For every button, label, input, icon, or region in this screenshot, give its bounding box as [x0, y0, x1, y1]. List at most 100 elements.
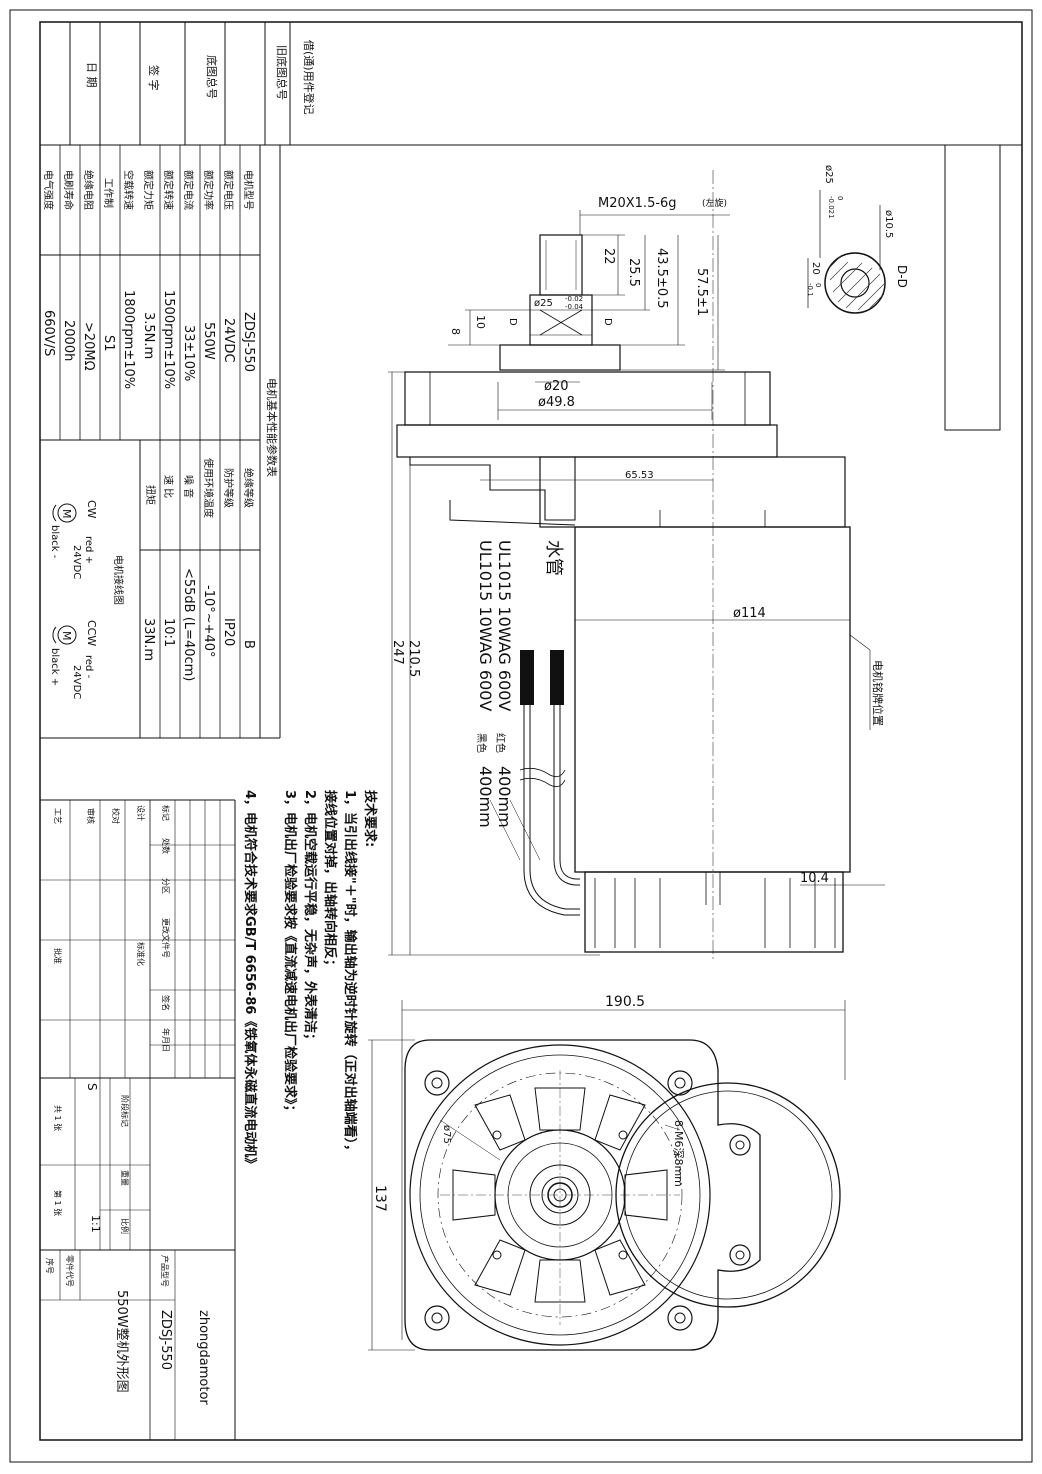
- tb-sheet: 第 1 张: [53, 1190, 63, 1216]
- spec-label-6: 额定力矩: [142, 170, 155, 210]
- tb-part-label: 零件代号: [65, 1255, 75, 1287]
- spec-right-label-1: 绝缘等级: [242, 468, 255, 508]
- shaft-tol-lower: -0.04: [565, 303, 584, 311]
- shaft-thread: [539, 234, 583, 296]
- spec-title: 电机基本性能参数表: [265, 378, 279, 477]
- tech-item-2: 2，电机空载运行平稳，无杂声，外表清洁；: [302, 790, 318, 1046]
- tech-item-1b: 接线位置对掉，出轴转向相反；: [322, 790, 338, 972]
- motor-can: [574, 526, 851, 873]
- spec-right-value-3: -10°~+40°: [201, 585, 216, 658]
- tb-header-5: 签名: [161, 995, 171, 1011]
- shaft-dim-10: 10: [474, 315, 487, 329]
- spec-right-value-1: B: [241, 640, 256, 649]
- tb-review: 审核: [86, 808, 96, 824]
- radial-pockets: [452, 1087, 668, 1303]
- section-bore: ø25: [823, 165, 834, 184]
- tb-drawing-name: 550W整机外形图: [114, 1290, 129, 1393]
- length-dim-2: 247: [390, 640, 405, 665]
- flange-outer-circle: [409, 1044, 711, 1346]
- gearbox-flange-outline: [404, 1039, 761, 1351]
- section-bore-upper: 0: [836, 196, 844, 200]
- end-cap: [584, 871, 844, 953]
- cable-2-color: 黑色: [475, 733, 488, 753]
- thread-dim: M20X1.5-6g: [598, 196, 677, 211]
- tb-s: S: [85, 1083, 99, 1091]
- tb-header-2: 处数: [161, 838, 171, 854]
- tb-scale-label: 比例: [120, 1218, 130, 1234]
- gearbox-plate: [396, 424, 778, 458]
- tb-header-4: 更改文件号: [161, 918, 171, 958]
- holes-note: 8-M6深8mm: [672, 1120, 685, 1187]
- side-row-2: 旧底图总号: [275, 45, 289, 100]
- side-row-4: 签 字: [147, 65, 161, 91]
- cw-label: CW: [85, 500, 98, 519]
- spec-value-11: 660V/S: [41, 310, 56, 356]
- wiring-ccw-symbol: M CCW red - 24VDC black +: [49, 620, 98, 699]
- motor-symbol-2: M: [60, 631, 73, 641]
- tech-item-3: 3，电机出厂检验要求按《直流减速电机出厂检验要求》；: [282, 790, 298, 1118]
- ccw-black: black +: [49, 648, 60, 686]
- spec-value-3: 550W: [201, 322, 216, 360]
- tb-check: 校对: [111, 808, 121, 824]
- offset-dim: 65.53: [625, 470, 654, 481]
- side-row-1: 借(通)用件登记: [302, 40, 316, 115]
- cable-end-2: [550, 650, 564, 705]
- tb-header-3: 分区: [161, 878, 170, 894]
- tb-weight: 重量: [120, 1170, 130, 1186]
- end-view: 190.5 137: [368, 994, 846, 1351]
- wiring-cw-symbol: M CW red + 24VDC black -: [49, 500, 98, 579]
- flange-dia-2: ø49.8: [538, 395, 575, 410]
- bolt-circle-dim: ø75: [441, 1125, 452, 1144]
- marker-d-right: D: [602, 318, 613, 326]
- thread-note: (左旋): [702, 197, 727, 209]
- wiring-title: 电机接线图: [112, 555, 125, 605]
- spec-right-value-4: <55dB (L=40cm): [181, 568, 196, 681]
- shaft-dia: ø25: [534, 298, 553, 309]
- spec-value-4: 33±10%: [181, 325, 196, 381]
- tb-approve: 批准: [53, 948, 63, 964]
- spec-label-3: 额定功率: [202, 170, 215, 210]
- frame-border: [39, 21, 1023, 1441]
- tb-product-label: 产品型号: [160, 1255, 170, 1287]
- technical-requirements: 技术要求: 1，当引出线接"＋"时，输出轴为逆时针旋转（正对出轴端看）， 接线位…: [242, 790, 378, 1170]
- spec-value-8: S1: [101, 335, 116, 352]
- ccw-volt: 24VDC: [71, 665, 82, 699]
- tb-total: 共 1 张: [53, 1105, 62, 1131]
- tb-std: 标准化: [136, 942, 146, 966]
- shaft-dim-57-5: 57.5±1: [694, 268, 709, 316]
- shaft-dim-43-5: 43.5±0.5: [654, 248, 669, 309]
- spec-value-1: ZDSJ-550: [241, 312, 256, 372]
- tb-design: 设计: [136, 805, 146, 821]
- side-registration-block: 借(通)用件登记 旧底图总号 底图总号 签 字 日 期: [69, 22, 316, 145]
- spec-label-11: 电气强度: [42, 170, 55, 210]
- spec-right-label-2: 防护等级: [222, 468, 235, 508]
- side-row-5: 日 期: [85, 62, 98, 88]
- nameplate-callout: 电机铭牌位置: [871, 660, 885, 726]
- shaft-dim-22: 22: [601, 248, 616, 265]
- outer-border: [9, 9, 1033, 1463]
- title-block: 标记 处数 分区 更改文件号 签名 年月日 设计 校对 审核 工艺 标准化 批准…: [40, 799, 236, 1440]
- cable-end-1: [520, 650, 534, 705]
- section-bore-lower: -0.021: [827, 196, 835, 219]
- tech-item-1: 1，当引出线接"＋"时，输出轴为逆时针旋转（正对出轴端看），: [342, 790, 358, 1157]
- cw-black: black -: [49, 525, 60, 559]
- spec-label-7: 空载转速: [122, 170, 135, 210]
- shaft-collar: [499, 344, 621, 371]
- section-frame: [944, 144, 1001, 431]
- spec-label-5: 额定转速: [162, 170, 175, 210]
- section-depth: 20: [810, 262, 821, 275]
- side-row-3: 底图总号: [205, 55, 219, 99]
- spec-label-2: 额定电压: [222, 170, 235, 210]
- marker-d-left: D: [507, 318, 518, 326]
- height-dim: 137: [372, 1185, 388, 1212]
- spec-label-10: 电刷寿命: [62, 170, 75, 210]
- end-dim: 10.4: [800, 871, 829, 886]
- spec-right-label-6: 扭矩: [144, 485, 157, 505]
- mount-bracket: [409, 457, 576, 521]
- body-dia: ø114: [733, 606, 766, 621]
- spec-value-10: 2000h: [61, 320, 76, 361]
- ccw-label: CCW: [85, 620, 98, 646]
- spec-right-value-5: 10:1: [161, 618, 176, 647]
- gearbox-body: [539, 456, 846, 528]
